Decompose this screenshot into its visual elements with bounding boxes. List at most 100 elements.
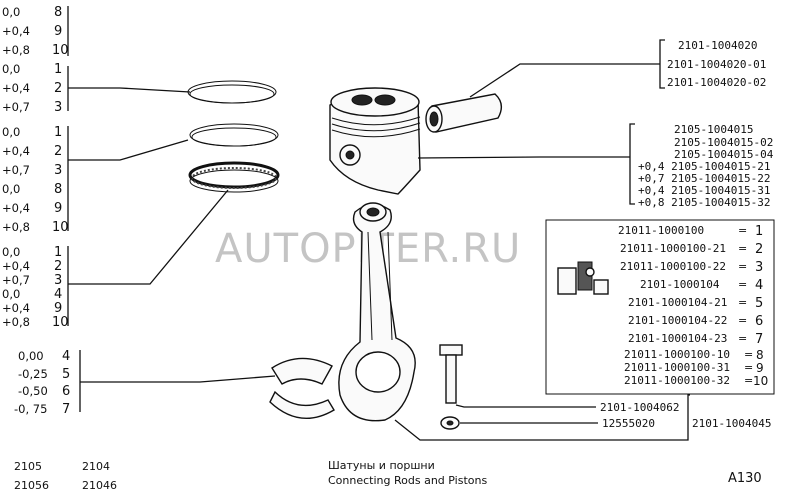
size-label: +0,4 (2, 201, 30, 215)
part-number: +0,8 2105-1004015-32 (638, 196, 770, 209)
size-label: 0,0 (2, 245, 20, 259)
kit-icon (557, 261, 609, 295)
svg-text:=: = (738, 296, 747, 309)
item-number: 5 (755, 296, 763, 311)
bearing-sizes-list: 0,00 -0,25 -0,50 -0, 75 4 5 6 7 (14, 349, 276, 417)
model-code: 2105 (14, 460, 42, 473)
part-number: 2105-1004015 (674, 123, 753, 136)
item-number: 10 (753, 374, 768, 388)
part-number: 21011-1000100 (618, 224, 704, 237)
svg-text:=: = (738, 260, 747, 273)
part-number: 21011-1000100-10 (624, 348, 730, 361)
part-number: 2101-1000104-23 (628, 332, 727, 345)
svg-text:=: = (744, 361, 753, 374)
size-label: +0,4 (2, 81, 30, 95)
page-title-en: Connecting Rods and Pistons (328, 474, 487, 487)
svg-text:=: = (738, 224, 747, 237)
size-label: -0,25 (18, 367, 48, 381)
part-number: 2101-1004020 (678, 39, 757, 52)
item-number: 1 (54, 245, 62, 260)
svg-text:=: = (744, 374, 753, 387)
item-number: 5 (62, 367, 70, 382)
size-label: +0,7 (2, 163, 30, 177)
part-number: +0,4 2105-1004015-31 (638, 184, 770, 197)
connecting-rod (338, 202, 416, 422)
part-number: 2105-1004015-04 (674, 148, 774, 161)
item-number: 2 (54, 144, 62, 159)
item-number: 1 (54, 62, 62, 77)
size-label: +0,8 (2, 43, 30, 57)
part-number: 21011-1000100-22 (620, 260, 726, 273)
size-label: +0,4 (2, 144, 30, 158)
item-number: 4 (755, 278, 763, 293)
item-number: 6 (755, 314, 763, 329)
rod-nut (440, 416, 460, 430)
piston-pin (425, 93, 503, 133)
nut-callout: 12555020 (460, 417, 655, 430)
part-number: 21011-1000100-31 (624, 361, 730, 374)
part-number: +0,4 2105-1004015-21 (638, 160, 770, 173)
page-number: A130 (728, 471, 762, 486)
size-label: 0,00 (18, 349, 44, 363)
item-number: 3 (755, 260, 763, 275)
item-number: 9 (54, 24, 62, 39)
ring-set-3-list: 0,0 +0,4 +0,7 0,0 +0,4 +0,8 1 2 3 4 9 10 (2, 189, 229, 330)
part-number: 2101-1004020-02 (667, 76, 766, 89)
part-number: 21011-1000100-32 (624, 374, 730, 387)
footer: 2105 2104 21056 21046 Шатуны и поршни Co… (14, 459, 762, 492)
size-label: 0,0 (2, 182, 20, 196)
ring-set-2-list: 0,0 +0,4 +0,7 0,0 +0,4 +0,8 1 2 3 8 9 10 (2, 125, 189, 235)
item-number: 3 (54, 273, 62, 288)
piston-parts-list: 2105-1004015 2105-1004015-02 2105-100401… (417, 123, 774, 209)
svg-text:=: = (738, 278, 747, 291)
size-label: +0,7 (2, 100, 30, 114)
kit-equals: = = = = = = = = = = (738, 224, 753, 387)
svg-text:=: = (744, 348, 753, 361)
size-label: +0,4 (2, 301, 30, 315)
part-number: 21011-1000100-21 (620, 242, 726, 255)
part-number: 2101-1004045 (692, 417, 771, 430)
size-label: 0,0 (2, 5, 20, 19)
bearing-shells (269, 357, 335, 419)
oil-ring (188, 161, 280, 193)
item-number: 8 (756, 348, 764, 362)
piston (329, 87, 421, 195)
item-number: 10 (52, 315, 69, 330)
size-label: 0,0 (2, 62, 20, 76)
model-code: 21046 (82, 479, 117, 492)
part-number: 2101-1000104 (640, 278, 720, 291)
part-number: 2101-1004062 (600, 401, 679, 414)
piston-ring-1 (187, 80, 277, 104)
kit-table: 21011-1000100 21011-1000100-21 21011-100… (545, 219, 775, 395)
item-number: 3 (54, 163, 62, 178)
item-number: 10 (52, 43, 69, 58)
item-number: 8 (54, 182, 62, 197)
item-number: 1 (755, 224, 763, 239)
kit-item-numbers: 1 2 3 4 5 6 7 8 9 10 (753, 224, 768, 388)
item-number: 9 (54, 301, 62, 316)
item-number: 3 (54, 100, 62, 115)
svg-text:=: = (738, 332, 747, 345)
size-label: 0,0 (2, 125, 20, 139)
size-label: +0,8 (2, 220, 30, 234)
item-number: 2 (755, 242, 763, 257)
part-number: 2101-1004020-01 (667, 58, 766, 71)
size-label: +0,8 (2, 315, 30, 329)
item-number: 7 (62, 402, 70, 417)
item-number: 8 (54, 5, 62, 20)
item-number: 9 (756, 361, 764, 375)
item-number: 4 (54, 287, 62, 302)
part-number: 12555020 (602, 417, 655, 430)
part-number: 2105-1004015-02 (674, 136, 773, 149)
part-number: 2101-1000104-21 (628, 296, 727, 309)
piston-ring-2 (189, 123, 279, 147)
item-number: 6 (62, 384, 70, 399)
item-number: 4 (62, 349, 70, 364)
svg-text:=: = (738, 314, 747, 327)
model-code: 21056 (14, 479, 49, 492)
size-label: 0,0 (2, 287, 20, 301)
rod-bolt (439, 344, 463, 404)
item-number: 1 (54, 125, 62, 140)
item-number: 2 (54, 259, 62, 274)
